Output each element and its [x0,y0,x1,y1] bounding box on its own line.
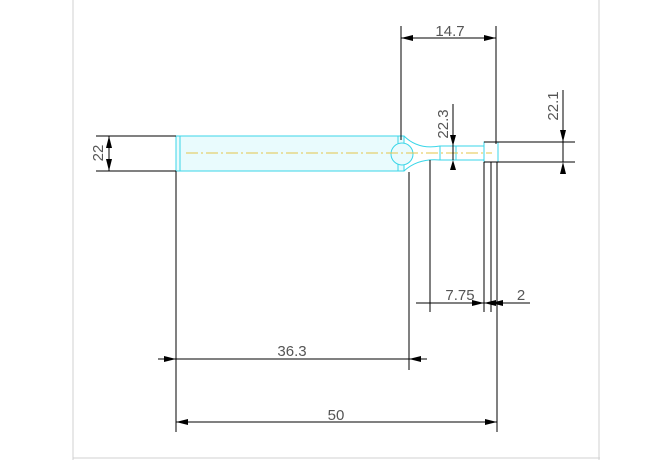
dim-label-neck-diameter: 22.3 [435,109,452,138]
drawing-frame [72,0,600,460]
dim-label-top-width: 14.7 [435,23,464,40]
dimension-overall-length[interactable]: 50 [176,407,497,425]
shaft-end-tip [483,141,499,163]
neck-fillet-circle [390,142,414,166]
dim-label-right-diameter: 22.1 [545,91,562,120]
dimension-groove-length[interactable]: 7.75 [416,287,484,306]
dimension-left-diameter[interactable]: 22 [90,136,112,171]
dimension-shaft-length[interactable]: 36.3 [158,343,427,362]
extension-lines [96,26,575,432]
dimension-end-length[interactable]: 2 [484,287,530,306]
dim-label-left-diameter: 22 [90,145,107,162]
dim-label-end-length: 2 [517,287,525,304]
dim-label-groove-length: 7.75 [445,287,474,304]
shaft-part[interactable] [175,135,499,172]
dimension-right-diameter[interactable]: 22.1 [545,90,566,174]
dimension-neck-diameter[interactable]: 22.3 [435,104,456,170]
dim-label-overall-length: 50 [328,407,345,424]
dim-label-shaft-length: 36.3 [277,343,306,360]
dimension-top-width[interactable]: 14.7 [401,23,496,41]
